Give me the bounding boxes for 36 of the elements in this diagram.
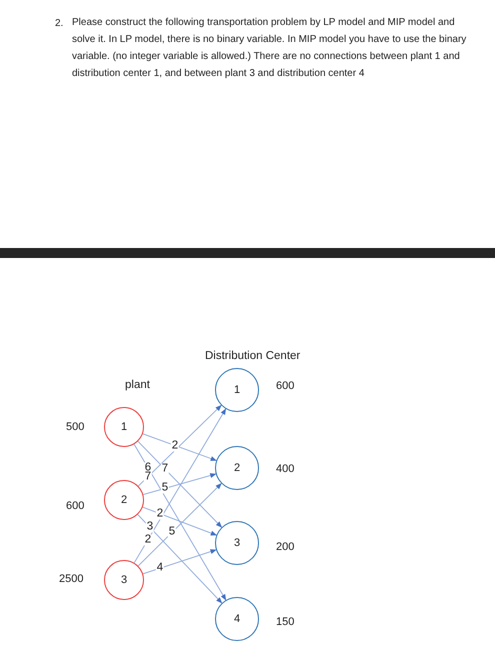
center-circle: 4 bbox=[215, 597, 259, 641]
edge-label: 7 bbox=[160, 464, 170, 475]
arrow bbox=[142, 549, 217, 574]
edge-label: 2 bbox=[170, 440, 180, 451]
plant-circle: 2 bbox=[104, 480, 144, 520]
arrow bbox=[134, 444, 226, 601]
plant-circle: 3 bbox=[104, 560, 144, 600]
column-heading: Distribution Center bbox=[205, 350, 300, 362]
center-circle: 1 bbox=[215, 368, 259, 412]
column-heading: plant bbox=[125, 379, 150, 391]
quantity-label: 2500 bbox=[59, 573, 84, 585]
quantity-label: 150 bbox=[276, 616, 294, 628]
edge-label: 3 bbox=[146, 522, 154, 533]
arrow bbox=[142, 433, 217, 461]
arrow bbox=[142, 473, 216, 495]
arrow bbox=[142, 506, 218, 536]
quantity-label: 600 bbox=[66, 500, 84, 512]
arrow bbox=[137, 514, 222, 604]
arrow bbox=[138, 404, 222, 486]
plant-circle: 1 bbox=[104, 407, 144, 447]
question-text: Please construct the following transportation problem by LP model and MIP model and solve it. In LP model, there is no binary variable. In MIP model you have to use the binary variable. (no integer variable is allowed.) There are no connections between plant 1 and distribution center 1, and between plant 3 and distribution center 4 bbox=[72, 16, 468, 81]
question-number: 2. bbox=[55, 18, 64, 29]
edge-label: 5 bbox=[168, 526, 176, 538]
center-circle: 3 bbox=[215, 521, 259, 565]
center-circle: 2 bbox=[215, 446, 259, 490]
arrow bbox=[138, 440, 222, 528]
edge-label: 5 bbox=[160, 482, 170, 494]
edge-label: 2 bbox=[144, 534, 152, 546]
arrow bbox=[134, 408, 226, 564]
quantity-label: 600 bbox=[276, 380, 294, 392]
quantity-label: 500 bbox=[66, 421, 84, 433]
arrow bbox=[138, 483, 222, 566]
edge-label: 2 bbox=[156, 508, 164, 520]
edge-label: 7 bbox=[144, 471, 152, 482]
quantity-label: 200 bbox=[276, 541, 294, 553]
quantity-label: 400 bbox=[276, 463, 294, 475]
